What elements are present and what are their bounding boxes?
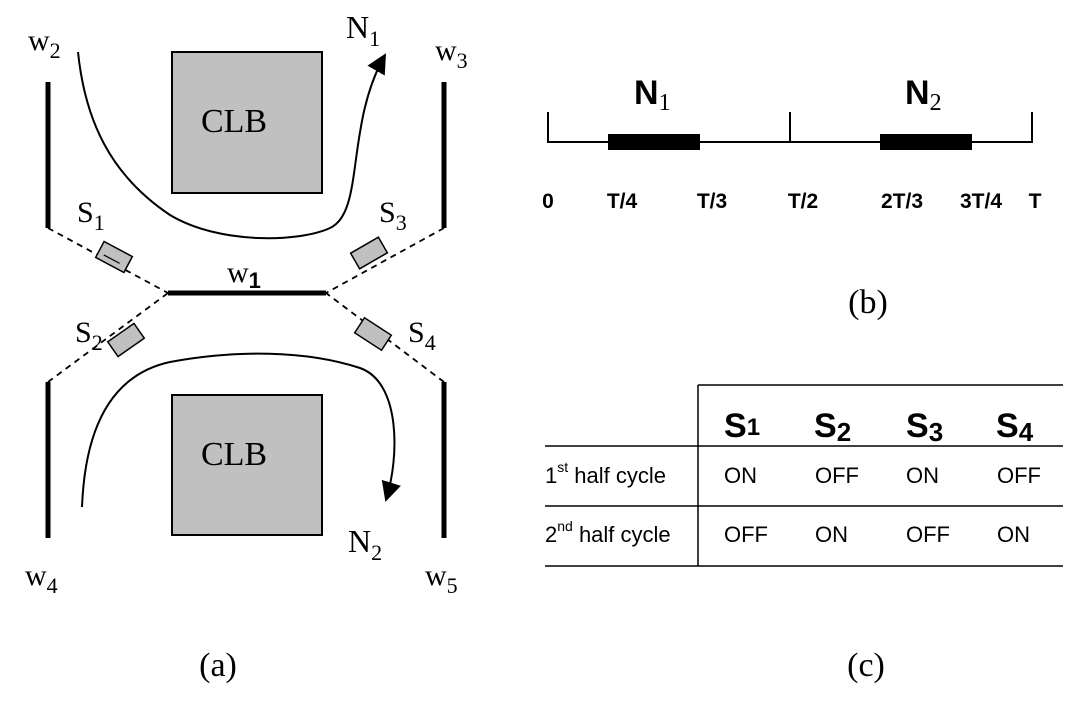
table-cell-r1-s3: ON: [906, 463, 939, 488]
switch-s4-box: [353, 316, 393, 352]
tick-label-t4: T/4: [607, 190, 638, 213]
table-header-s4: S4: [996, 407, 1034, 447]
table-cell-r1-s1: ON: [724, 463, 757, 488]
panel-c-caption: (c): [847, 647, 885, 684]
switch-s2-box: [106, 322, 146, 358]
panel-b: N1 N2 0 T/4 T/3 T/2 2T/3 3T/4 T (b): [542, 74, 1041, 321]
switch-s1-label: S1: [77, 196, 105, 235]
timeline-n2-label: N2: [905, 74, 942, 116]
table-cell-r1-s2: OFF: [815, 463, 859, 488]
switch-s4-label: S4: [408, 316, 436, 355]
table-cell-r1-s4: OFF: [997, 463, 1041, 488]
dashed-connection-s4: [325, 292, 445, 383]
table-header-s2: S2: [814, 407, 851, 447]
tick-label-t3: T/3: [697, 190, 727, 213]
table-cell-r2-s4: ON: [997, 522, 1030, 547]
timeline-bar-n2: [880, 134, 972, 150]
panel-c: S1 S2 S3 S4 1st half cycle 2nd half cycl…: [545, 384, 1063, 684]
table-header-s3: S3: [906, 407, 943, 447]
switch-s3-label: S3: [379, 196, 407, 235]
dashed-connection-s2: [47, 292, 169, 383]
table-row-1-label: 1st half cycle: [545, 459, 666, 488]
tick-label-0: 0: [542, 190, 554, 213]
table-cell-r2-s3: OFF: [906, 522, 950, 547]
timeline-n1-label: N1: [634, 74, 671, 116]
tick-label-t: T: [1029, 190, 1042, 213]
net-n1-label: N1: [346, 9, 380, 51]
table-row-2-label: 2nd half cycle: [545, 518, 671, 547]
clb-top-label: CLB: [201, 103, 267, 140]
clb-top-block: [171, 51, 323, 194]
net-n2-label: N2: [348, 523, 382, 565]
net-n1-route: [77, 51, 386, 240]
wire-w4-label: w4: [25, 559, 58, 598]
panel-a: CLB CLB w2 w3 w4 w5 w1 S1 S2 S3: [25, 9, 468, 684]
clb-bottom-label: CLB: [201, 436, 267, 473]
clb-bottom-block: [171, 394, 323, 536]
table-header-s1: S1: [724, 407, 760, 445]
wire-w2-label: w2: [28, 24, 61, 63]
panel-a-caption: (a): [199, 647, 237, 684]
tick-label-2t3: 2T/3: [881, 190, 923, 213]
switch-s1-mark: [103, 254, 120, 264]
dashed-connection-s3: [325, 227, 445, 294]
wire-w5-label: w5: [425, 559, 458, 598]
timeline-bar-n1: [608, 134, 700, 150]
tick-label-t2: T/2: [788, 190, 818, 213]
table-cell-r2-s2: ON: [815, 522, 848, 547]
switch-s1-box: [94, 240, 134, 274]
wire-w1-label: w1: [227, 256, 261, 293]
switch-s2-label: S2: [75, 316, 103, 355]
wire-w3-label: w3: [435, 34, 468, 73]
table-cell-r2-s1: OFF: [724, 522, 768, 547]
net-n2-route: [81, 352, 401, 508]
panel-b-caption: (b): [848, 284, 888, 321]
tick-label-3t4: 3T/4: [960, 190, 1002, 213]
switch-s3-box: [349, 236, 389, 270]
